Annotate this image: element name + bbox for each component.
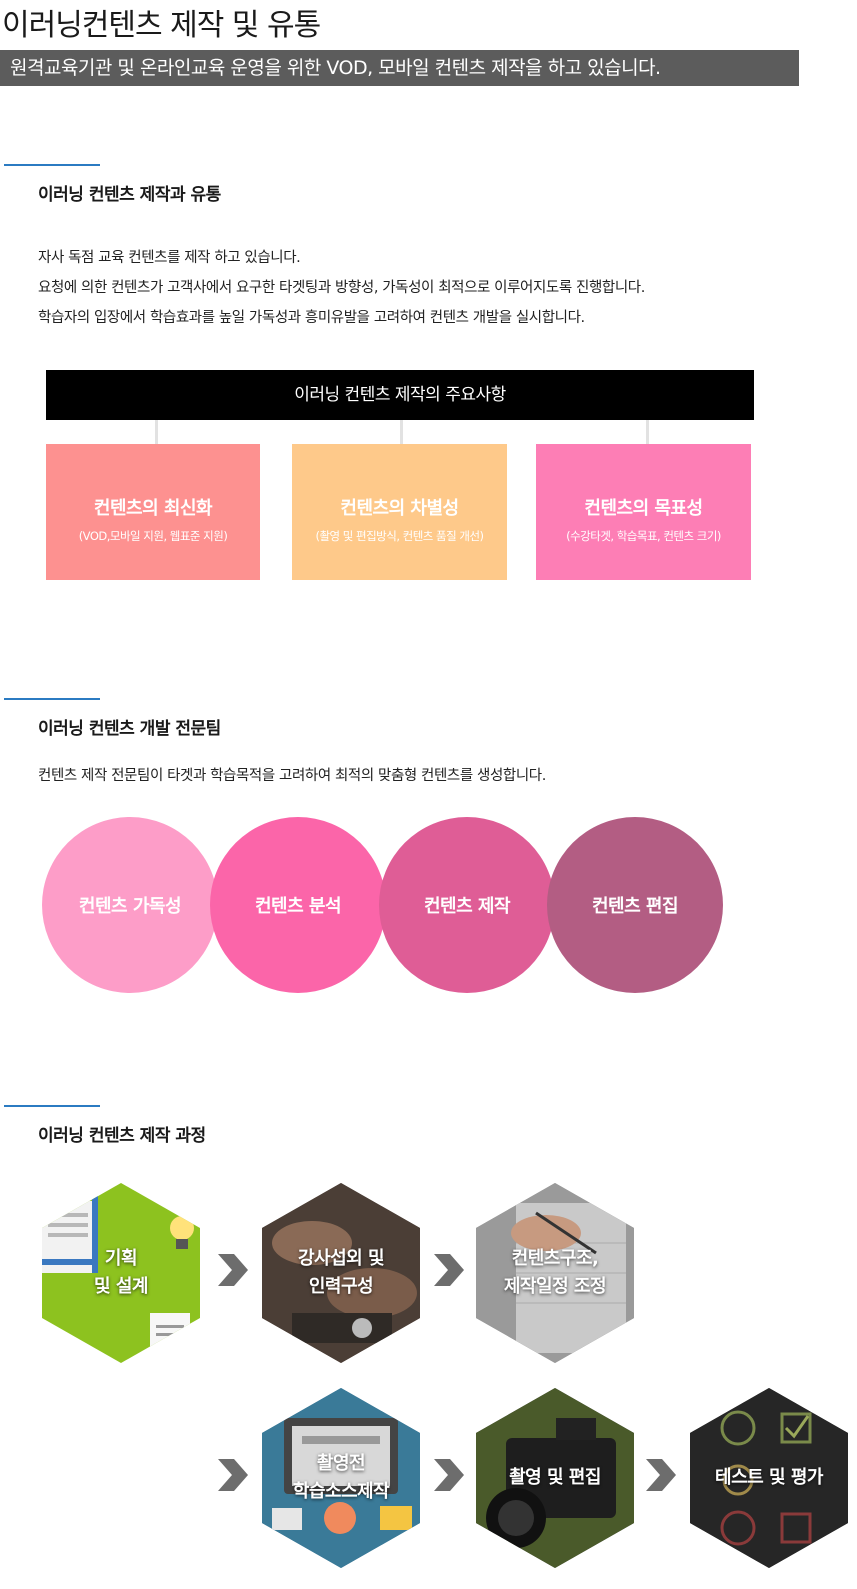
- step-label-line: 제작일정 조정: [503, 1276, 607, 1297]
- intro-line-1: 자사 독점 교육 컨텐츠를 제작 하고 있습니다.: [38, 250, 301, 266]
- circle-analysis: 컨텐츠 분석: [210, 817, 386, 993]
- step-planning: 기획 및 설계: [42, 1183, 200, 1363]
- circle-readability: 컨텐츠 가독성: [42, 817, 218, 993]
- step-instructors: 강사섭외 및 인력구성: [262, 1183, 420, 1363]
- step-label-line: 촬영전: [316, 1453, 366, 1474]
- section-divider: [4, 1105, 100, 1107]
- chevron-right-icon: [218, 1459, 248, 1491]
- point-box-title: 컨텐츠의 목표성: [584, 498, 703, 519]
- step-filming: 촬영 및 편집: [476, 1388, 634, 1568]
- step-label: 강사섭외 및 인력구성: [297, 1245, 385, 1301]
- point-box-title: 컨텐츠의 최신화: [93, 498, 213, 519]
- chevron-right-icon: [646, 1459, 676, 1491]
- step-label-line: 컨텐츠구조,: [511, 1248, 599, 1269]
- step-label: 촬영 및 편집: [509, 1464, 601, 1492]
- step-label: 기획 및 설계: [94, 1245, 148, 1301]
- section-title-process: 이러닝 컨텐츠 제작 과정: [38, 1126, 206, 1146]
- section-title-production: 이러닝 컨텐츠 제작과 유통: [38, 185, 221, 205]
- planning-illustration: [42, 1193, 194, 1353]
- section-title-team: 이러닝 컨텐츠 개발 전문팀: [38, 719, 221, 739]
- section-divider: [4, 164, 100, 166]
- step-label-line: 기획: [104, 1248, 138, 1269]
- monitor-illustration: [262, 1388, 420, 1568]
- team-description: 컨텐츠 제작 전문팀이 타겟과 학습목적을 고려하여 최적의 맞춤형 컨텐츠를 …: [38, 768, 546, 784]
- step-structure: 컨텐츠구조, 제작일정 조정: [476, 1183, 634, 1363]
- circle-production: 컨텐츠 제작: [379, 817, 555, 993]
- circle-label: 컨텐츠 분석: [254, 896, 342, 917]
- step-testing: 테스트 및 평가: [690, 1388, 848, 1568]
- step-label: 촬영전 학습소스제작: [292, 1450, 390, 1506]
- connector-line: [155, 420, 158, 444]
- step-label-line: 및 설계: [94, 1276, 148, 1297]
- connector-line: [646, 420, 649, 444]
- step-label: 컨텐츠구조, 제작일정 조정: [503, 1245, 607, 1301]
- connector-line: [400, 420, 403, 444]
- circle-label: 컨텐츠 제작: [423, 896, 511, 917]
- circle-editing: 컨텐츠 편집: [547, 817, 723, 993]
- step-label-line: 학습소스제작: [292, 1481, 390, 1502]
- page-title: 이러닝컨텐츠 제작 및 유통: [2, 8, 321, 43]
- step-label: 테스트 및 평가: [715, 1464, 823, 1492]
- meeting-illustration: [262, 1183, 420, 1363]
- point-box-update: 컨텐츠의 최신화 (VOD,모바일 지원, 웹표준 지원): [46, 444, 260, 580]
- step-label-line: 테스트 및 평가: [715, 1467, 823, 1488]
- circle-label: 컨텐츠 가독성: [78, 896, 182, 917]
- point-box-title: 컨텐츠의 차별성: [340, 498, 459, 519]
- page-subtitle-bar: 원격교육기관 및 온라인교육 운영을 위한 VOD, 모바일 컨텐츠 제작을 하…: [0, 50, 799, 86]
- step-source-creation: 촬영전 학습소스제작: [262, 1388, 420, 1568]
- chevron-right-icon: [434, 1459, 464, 1491]
- point-box-sub: (촬영 및 편집방식, 컨텐츠 품질 개선): [315, 529, 484, 543]
- section-divider: [4, 698, 100, 700]
- chevron-right-icon: [218, 1254, 248, 1286]
- chevron-right-icon: [434, 1254, 464, 1286]
- point-box-objective: 컨텐츠의 목표성 (수강타겟, 학습목표, 컨텐츠 크기): [536, 444, 751, 580]
- point-box-differentiation: 컨텐츠의 차별성 (촬영 및 편집방식, 컨텐츠 품질 개선): [292, 444, 507, 580]
- step-label-line: 촬영 및 편집: [509, 1467, 601, 1488]
- step-label-line: 강사섭외 및: [297, 1248, 385, 1269]
- intro-line-2: 요청에 의한 컨텐츠가 고객사에서 요구한 타겟팅과 방향성, 가독성이 최적으…: [38, 280, 645, 296]
- step-label-line: 인력구성: [308, 1276, 374, 1297]
- circle-label: 컨텐츠 편집: [591, 896, 679, 917]
- key-points-header: 이러닝 컨텐츠 제작의 주요사항: [46, 370, 754, 420]
- intro-line-3: 학습자의 입장에서 학습효과를 높일 가독성과 흥미유발을 고려하여 컨텐츠 개…: [38, 310, 585, 326]
- point-box-sub: (VOD,모바일 지원, 웹표준 지원): [78, 529, 228, 543]
- point-box-sub: (수강타겟, 학습목표, 컨텐츠 크기): [566, 529, 721, 543]
